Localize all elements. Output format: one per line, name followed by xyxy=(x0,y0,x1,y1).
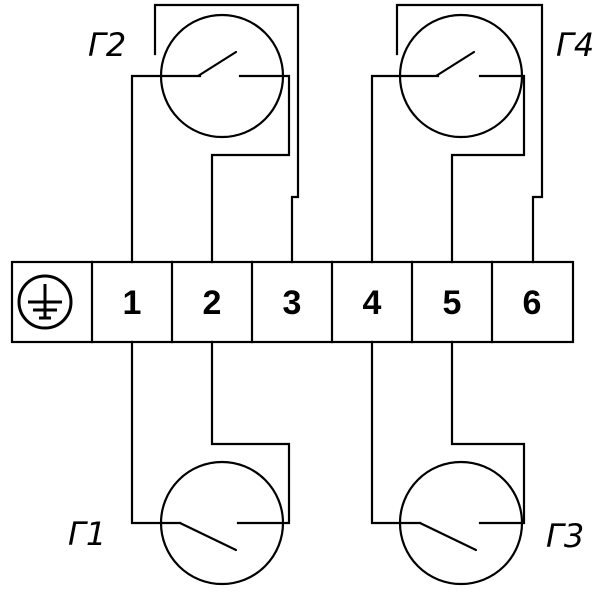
wire-g3-to-terminal-5 xyxy=(450,340,526,525)
terminal-1-label: 1 xyxy=(123,284,142,322)
switch-g4: Г4 xyxy=(370,3,594,264)
switch-g1-blade xyxy=(178,521,238,552)
switch-g1: Г1 xyxy=(68,340,291,586)
switch-g3-blade xyxy=(418,521,478,552)
terminal-2-label: 2 xyxy=(203,284,222,322)
wire-terminal-4-to-g3 xyxy=(370,340,422,525)
switch-g4-blade xyxy=(434,50,476,78)
terminal-5-label: 5 xyxy=(443,284,462,322)
terminal-6-label: 6 xyxy=(523,284,542,322)
switch-g1-label: Г1 xyxy=(68,515,106,553)
switch-g4-label: Г4 xyxy=(556,26,594,64)
terminal-4-label: 4 xyxy=(363,284,382,322)
switch-g2: Г2 xyxy=(88,3,300,264)
wire-terminal-1-to-g1 xyxy=(130,340,182,525)
wire-g2-to-terminal-2 xyxy=(210,74,291,264)
terminal-block: 1 2 3 4 5 6 xyxy=(10,260,575,344)
switch-g3-label: Г3 xyxy=(546,517,584,555)
wire-g4-frame-to-terminal-6 xyxy=(395,3,544,264)
switch-g2-blade xyxy=(196,50,238,78)
terminal-3-label: 3 xyxy=(283,284,302,322)
switch-g3: Г3 xyxy=(370,340,584,586)
wire-g1-to-terminal-2 xyxy=(210,340,291,525)
wire-terminal-1-to-g2 xyxy=(130,74,202,264)
switch-g2-label: Г2 xyxy=(88,26,126,64)
ground-icon xyxy=(17,274,73,330)
wire-g4-to-terminal-5 xyxy=(450,74,526,264)
wire-g2-frame-to-terminal-3 xyxy=(153,3,300,264)
wire-terminal-4-to-g4 xyxy=(370,74,440,264)
